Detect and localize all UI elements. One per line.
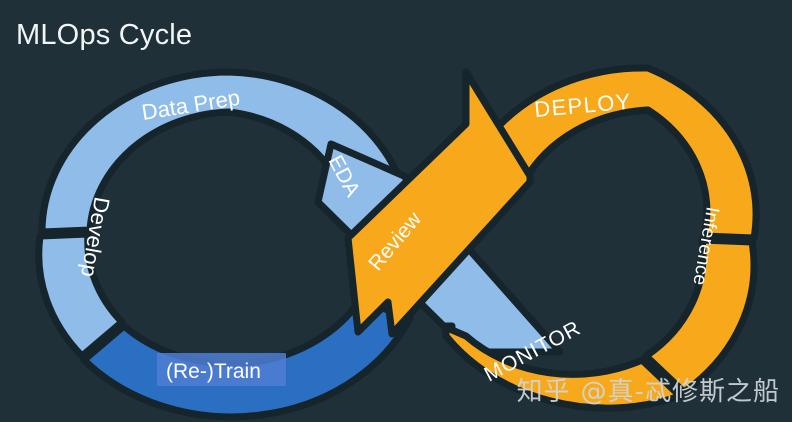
segment-deploy[interactable] (462, 64, 760, 242)
segment-monitor[interactable] (442, 322, 684, 412)
watermark-handle: @真-忒修斯之船 (580, 377, 780, 407)
right-loop-group (344, 64, 760, 412)
watermark: 知乎 @真-忒修斯之船 (517, 371, 780, 408)
segment-review[interactable] (344, 68, 534, 338)
segment-develop[interactable] (35, 230, 126, 360)
watermark-logo: 知乎 (516, 377, 571, 407)
re-train-highlight-box (157, 353, 286, 386)
label-re-train: (Re-)Train (166, 360, 261, 383)
segment-inference[interactable] (642, 236, 758, 396)
page-title: MLOps Cycle (16, 19, 193, 51)
segment-data-prep[interactable] (38, 68, 404, 236)
